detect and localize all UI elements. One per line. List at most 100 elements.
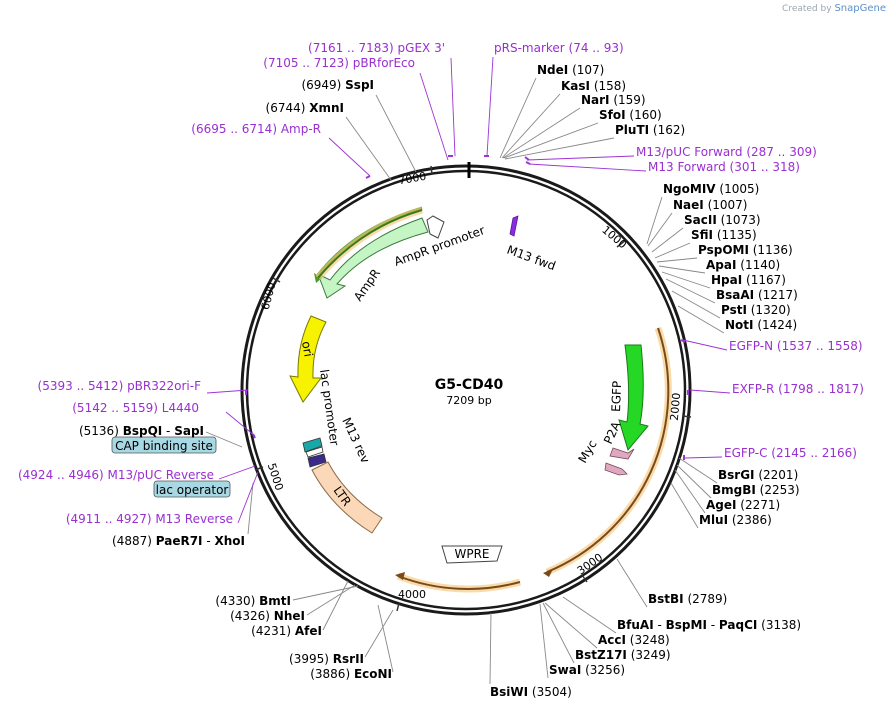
svg-text:(7105 .. 7123) pBRforEco: (7105 .. 7123) pBRforEco xyxy=(263,56,415,70)
boxed-feature-label: lac operator xyxy=(153,480,231,498)
primer-label: (7105 .. 7123) pBRforEco xyxy=(263,56,415,70)
primer-label: EGFP-N (1537 .. 1558) xyxy=(729,339,863,353)
site-label: (3995) RsrII xyxy=(289,652,364,666)
svg-text:NgoMIV (1005): NgoMIV (1005) xyxy=(663,182,759,196)
svg-text:(4887) PaeR7I - XhoI: (4887) PaeR7I - XhoI xyxy=(112,534,245,548)
site-label: (3886) EcoNI xyxy=(310,667,392,681)
primer-marks xyxy=(245,155,689,460)
svg-text:(5136) BspQI - SapI: (5136) BspQI - SapI xyxy=(79,424,204,438)
site-label: SfiI (1135) xyxy=(691,228,757,242)
site-label: NaeI (1007) xyxy=(673,198,747,212)
feature-ori: ori xyxy=(289,315,327,403)
svg-text:NaeI (1007): NaeI (1007) xyxy=(673,198,747,212)
site-label: BstBI (2789) xyxy=(648,592,727,606)
primer-label: (7161 .. 7183) pGEX 3' xyxy=(308,41,445,55)
svg-text:PstI (1320): PstI (1320) xyxy=(721,303,791,317)
primer-label: EXFP-R (1798 .. 1817) xyxy=(732,382,864,396)
label-myc: Myc xyxy=(575,438,599,466)
svg-text:PspOMI (1136): PspOMI (1136) xyxy=(698,243,793,257)
site-label: BmgBI (2253) xyxy=(712,483,800,497)
label-connectors xyxy=(205,77,725,685)
site-label: (4326) NheI xyxy=(230,609,305,623)
site-label: SwaI (3256) xyxy=(549,663,625,677)
site-label: BsrGI (2201) xyxy=(718,468,798,482)
svg-text:BsrGI (2201): BsrGI (2201) xyxy=(718,468,798,482)
svg-text:(4330) BmtI: (4330) BmtI xyxy=(215,594,291,608)
svg-text:(6949) SspI: (6949) SspI xyxy=(301,78,374,92)
primer-label: (4911 .. 4927) M13 Reverse xyxy=(66,512,233,526)
highlight-arcs xyxy=(315,206,672,593)
feature-ltr: LTR xyxy=(311,461,383,534)
svg-text:EXFP-R (1798 .. 1817): EXFP-R (1798 .. 1817) xyxy=(732,382,864,396)
tick-label: 5000 xyxy=(265,462,286,493)
primer-connectors xyxy=(206,56,731,524)
tick-label: 4000 xyxy=(398,588,426,601)
svg-text:NarI (159): NarI (159) xyxy=(581,93,646,107)
svg-text:M13 Forward (301 .. 318): M13 Forward (301 .. 318) xyxy=(648,160,800,174)
svg-text:NotI (1424): NotI (1424) xyxy=(725,318,797,332)
label-wpre: WPRE xyxy=(454,547,489,561)
site-label: SacII (1073) xyxy=(684,213,761,227)
svg-text:ApaI (1140): ApaI (1140) xyxy=(706,258,780,272)
svg-text:(3886) EcoNI: (3886) EcoNI xyxy=(310,667,392,681)
label-ampr: AmpR xyxy=(351,266,383,303)
site-label: KasI (158) xyxy=(561,79,626,93)
site-label: (6744) XmnI xyxy=(266,101,344,115)
svg-text:SwaI (3256): SwaI (3256) xyxy=(549,663,625,677)
site-label: BstZ17I (3249) xyxy=(575,648,671,662)
svg-text:HpaI (1167): HpaI (1167) xyxy=(711,273,786,287)
svg-text:lac operator: lac operator xyxy=(156,483,229,497)
lac-elements xyxy=(302,437,327,468)
label-lac-promoter: lac promoter xyxy=(317,368,342,446)
scale-ticks xyxy=(254,165,692,612)
primer-label: (5393 .. 5412) pBR322ori-F xyxy=(38,379,202,393)
feature-egfp: EGFP xyxy=(609,344,649,452)
primer-label: (6695 .. 6714) Amp-R xyxy=(191,122,321,136)
svg-text:EGFP-C (2145 .. 2166): EGFP-C (2145 .. 2166) xyxy=(724,446,857,460)
svg-text:(4326) NheI: (4326) NheI xyxy=(230,609,305,623)
site-label: AccI (3248) xyxy=(598,633,670,647)
plasmid-title: G5-CD40 7209 bp xyxy=(435,377,504,407)
svg-text:pRS-marker (74 .. 93): pRS-marker (74 .. 93) xyxy=(494,41,624,55)
svg-text:BstBI (2789): BstBI (2789) xyxy=(648,592,727,606)
site-label: (4231) AfeI xyxy=(251,624,322,638)
label-egfp: EGFP xyxy=(609,381,624,413)
svg-text:M13/pUC Forward (287 .. 309): M13/pUC Forward (287 .. 309) xyxy=(636,145,817,159)
site-label: NdeI (107) xyxy=(537,63,604,77)
site-label: BfuAI - BspMI - PaqCI (3138) xyxy=(617,618,801,632)
site-label: SfoI (160) xyxy=(599,108,662,122)
site-label: PstI (1320) xyxy=(721,303,791,317)
primer-label: M13 Forward (301 .. 318) xyxy=(648,160,800,174)
site-label: (5136) BspQI - SapI xyxy=(79,424,204,438)
site-label: (4330) BmtI xyxy=(215,594,291,608)
svg-text:BfuAI - BspMI - PaqCI (3: BfuAI - BspMI - PaqCI (3138) xyxy=(617,618,801,632)
svg-text:(4924 .. 4946) M13/pUC Revers: (4924 .. 4946) M13/pUC Reverse xyxy=(18,468,214,482)
feature-m13-rev: M13 rev xyxy=(339,415,372,465)
site-label: BsaAI (1217) xyxy=(716,288,798,302)
site-label: (6949) SspI xyxy=(301,78,374,92)
site-label: PluTI (162) xyxy=(615,123,685,137)
primer-label: EGFP-C (2145 .. 2166) xyxy=(724,446,857,460)
label-ori: ori xyxy=(299,340,315,358)
primer-label: pRS-marker (74 .. 93) xyxy=(494,41,624,55)
site-label: NotI (1424) xyxy=(725,318,797,332)
svg-text:(6744) XmnI: (6744) XmnI xyxy=(266,101,344,115)
feature-lac-promoter: lac promoter xyxy=(317,368,342,446)
site-label: MluI (2386) xyxy=(699,513,772,527)
feature-m13-fwd: M13 fwd xyxy=(505,215,558,273)
plasmid-length: 7209 bp xyxy=(446,394,491,407)
svg-text:(5393 .. 5412) pBR322ori-F: (5393 .. 5412) pBR322ori-F xyxy=(38,379,202,393)
svg-text:SfoI (160): SfoI (160) xyxy=(599,108,662,122)
site-label: ApaI (1140) xyxy=(706,258,780,272)
snapgene-credit: Created by SnapGene xyxy=(782,3,886,14)
primer-label: (4924 .. 4946) M13/pUC Reverse xyxy=(18,468,214,482)
svg-text:(3995) RsrII: (3995) RsrII xyxy=(289,652,364,666)
site-label: AgeI (2271) xyxy=(706,498,780,512)
svg-text:MluI (2386): MluI (2386) xyxy=(699,513,772,527)
site-label: (4887) PaeR7I - XhoI xyxy=(112,534,245,548)
svg-text:AccI (3248): AccI (3248) xyxy=(598,633,670,647)
feature-wpre: WPRE xyxy=(441,545,503,564)
tick-label: 7000 xyxy=(397,170,427,188)
svg-text:BmgBI (2253): BmgBI (2253) xyxy=(712,483,800,497)
